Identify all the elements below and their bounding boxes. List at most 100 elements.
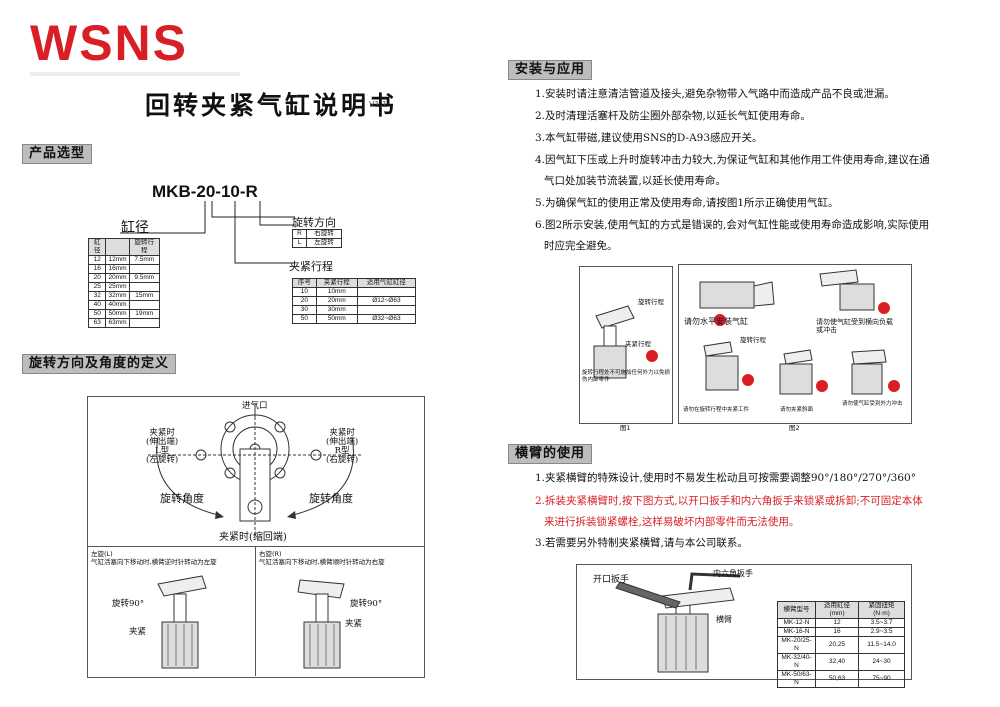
table-cell: MK-16-N — [777, 627, 816, 637]
install-rules: 1.安装时请注意清洁管道及接头,避免杂物带入气路中而造成产品不良或泄漏。 2.及… — [535, 86, 985, 254]
table-cell: 30mm — [315, 305, 358, 315]
left-open-text: 夹紧时 (伸出端) L型 (左旋转) — [146, 429, 178, 465]
table-cell: 25mm — [105, 282, 130, 292]
clamp-right-label: 夹紧 — [345, 619, 363, 629]
table-header-cell: 横臂型号 — [777, 601, 816, 619]
table-header-cell: 紧固扭矩(N·m) — [858, 601, 905, 619]
version-label: V1.1 — [369, 100, 388, 109]
table-cell: 25 — [87, 282, 107, 292]
bore-label: 缸径 — [121, 220, 149, 236]
table-cell: 11.5~14.0 — [858, 636, 905, 654]
left-cylinder-drawing — [157, 575, 207, 669]
table-cell: 32mm — [105, 291, 130, 301]
figure-2-caption-b: 请勿夹紧斜面 — [780, 407, 814, 413]
table-cell — [128, 264, 161, 274]
table-cell — [356, 287, 417, 297]
figure-1-label: 图1 — [620, 424, 631, 432]
install-rule: 3.本气缸带磁,建议使用SNS的D-A93感应开关。 — [535, 132, 763, 144]
no-side-load-note: 请勿使气缸受到横向负载或冲击 — [816, 318, 893, 334]
table-cell: 40mm — [105, 300, 130, 310]
table-cell: 32 — [87, 291, 107, 301]
section-install: 安装与应用 — [508, 60, 593, 80]
table-cell: 10 — [292, 287, 317, 297]
table-header-cell: 旋转行程 — [128, 238, 161, 256]
table-cell: 63 — [87, 318, 107, 328]
table-cell: MK-20/25-N — [777, 636, 816, 654]
right-open-line: 夹紧时 — [329, 428, 355, 438]
figure-1-caption: 旋转行程处不可施加任何外力以免损伤内部零件 — [582, 370, 671, 383]
table-cell: Ø12~Ø63 — [356, 296, 417, 306]
table-cell: 12mm — [105, 255, 130, 265]
right-box-desc: 气缸活塞向下移动时,横臂顺时针转动为右旋 — [259, 558, 385, 566]
table-cell: MK-50/63-N — [777, 670, 816, 688]
table-cell: 50mm — [105, 309, 130, 319]
table-cell: 20mm — [105, 273, 130, 283]
table-cell: 24~30 — [858, 653, 905, 671]
table-cell: MK-12-N — [777, 618, 816, 628]
figure-2-caption-c: 请勿使气缸受到外力冲击 — [842, 401, 903, 407]
arm-rules: 1.夹紧横臂的特殊设计,使用时不易发生松动且可按需要调整90°/180°/270… — [535, 470, 985, 551]
arm-drawing — [615, 572, 741, 673]
arm-figure — [576, 564, 912, 680]
table-cell: 10mm — [315, 287, 358, 297]
install-rule: 2.及时清理活塞杆及防尘圈外部杂物,以延长气缸使用寿命。 — [535, 110, 811, 122]
clamp-left-label: 夹紧 — [129, 627, 147, 637]
clamp-stroke-note: 夹紧行程 — [625, 340, 651, 348]
table-cell: 2.9~3.5 — [858, 627, 905, 637]
model-connectors — [120, 201, 295, 264]
table-cell: 20 — [292, 296, 317, 306]
table-cell — [128, 282, 161, 292]
table-cell: 20mm — [315, 296, 358, 306]
arm-label: 横臂 — [716, 615, 732, 624]
rot-stroke-note: 旋转行程 — [638, 298, 664, 306]
table-cell: 50mm — [315, 314, 358, 324]
arm-rule: 2.拆装夹紧横臂时,按下图方式,以开口扳手和内六角扳手来锁紧或拆卸;不可固定本体 — [535, 495, 923, 507]
left-box-desc: 气缸活塞向下移动时,横臂逆时针转动为左旋 — [91, 558, 217, 566]
brand-logo: WSNS — [30, 15, 188, 71]
table-cell: MK-32/40-N — [777, 653, 816, 671]
logo-divider — [30, 72, 240, 76]
table-cell: 50 — [87, 309, 107, 319]
rotate-left-label: 旋转90° — [112, 599, 145, 609]
rotation-drawing — [148, 405, 363, 537]
table-cell: 12 — [814, 618, 860, 628]
table-cell — [128, 300, 161, 310]
direction-label: 旋转方向 — [292, 216, 336, 229]
section-selection: 产品选型 — [22, 144, 93, 164]
left-box-title: 左旋(L) — [91, 550, 113, 558]
left-open-line: (伸出端) — [146, 437, 179, 447]
model-code: MKB-20-10-R — [152, 182, 258, 201]
arm-rule: 来进行拆装锁紧螺栓,这样易破坏内部零件而无法使用。 — [544, 516, 800, 528]
table-cell: R — [292, 229, 307, 239]
section-rotation: 旋转方向及角度的定义 — [22, 354, 177, 374]
table-cell: 右旋转 — [305, 229, 343, 239]
table-header-cell: 适用缸径(mm) — [814, 601, 860, 619]
no-horizontal-note: 请勿水平安装气缸 — [684, 317, 748, 326]
right-open-line: R型 — [334, 446, 350, 456]
arm-rule: 3.若需要另外特制夹紧横臂,请与本公司联系。 — [535, 537, 748, 549]
table-cell: 20,25 — [814, 636, 860, 654]
table-header-cell — [105, 238, 130, 256]
table-cell: 40 — [87, 300, 107, 310]
figure-2-drawing — [699, 269, 900, 395]
table-cell: 左旋转 — [305, 238, 343, 248]
angle-right-label: 旋转角度 — [309, 492, 353, 505]
left-open-line: L型 — [154, 446, 170, 456]
stroke-label: 夹紧行程 — [289, 260, 333, 273]
figure-2-caption-a: 请勿在旋转行程中夹紧工件 — [683, 407, 750, 413]
